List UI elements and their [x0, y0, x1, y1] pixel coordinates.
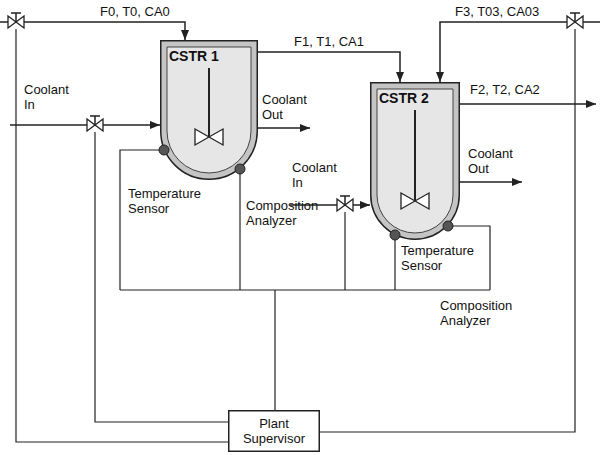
- supervisor-box: Plant Supervisor: [228, 410, 320, 452]
- sensor-dot: [235, 164, 245, 174]
- reactor-interior: [377, 89, 453, 233]
- signal-line: [120, 150, 164, 290]
- node-label: CSTR 1: [169, 48, 219, 64]
- control-valve: [8, 13, 24, 28]
- coolant-label: Coolant In: [24, 82, 69, 112]
- stream-connector: [258, 52, 400, 82]
- reactor-interior: [167, 47, 251, 173]
- signal-line: [320, 29, 575, 432]
- control-valve: [337, 196, 353, 211]
- agitator-impeller: [401, 193, 429, 209]
- signal-line: [239, 169, 240, 290]
- agitator-impeller: [195, 129, 223, 145]
- sensor-dot: [159, 145, 169, 155]
- agitator-shaft: [208, 68, 210, 137]
- coolant-line: [258, 127, 310, 129]
- stream-label: F0, T0, CA0: [100, 4, 170, 19]
- coolant-label: Coolant In: [292, 160, 337, 190]
- signal-bus: [120, 289, 490, 290]
- sensor-label: Temperature Sensor: [128, 186, 201, 216]
- cooling-jacket: [161, 41, 258, 179]
- stream-label: F1, T1, CA1: [292, 34, 366, 49]
- control-valve: [87, 116, 103, 131]
- control-valve: [567, 13, 583, 28]
- node-label: CSTR 2: [379, 90, 429, 106]
- agitator-shaft: [414, 110, 416, 201]
- analyzer-label: Composition Analyzer: [440, 298, 512, 328]
- analyzer-label: Composition Analyzer: [246, 198, 318, 228]
- signal-line: [394, 235, 395, 290]
- box-border: [229, 411, 320, 452]
- sensor-dot: [443, 221, 453, 231]
- reactor-vessel: CSTR 1: [160, 40, 258, 180]
- node-label: Plant Supervisor: [243, 416, 305, 446]
- stream-label: F3, T03, CA03: [455, 4, 539, 19]
- signal-line: [274, 290, 275, 410]
- coolant-label: Coolant Out: [468, 146, 513, 176]
- coolant-line: [10, 124, 160, 126]
- reactor-vessel: CSTR 2: [370, 82, 460, 240]
- sensor-dot: [390, 230, 400, 240]
- cooling-jacket: [371, 83, 460, 240]
- coolant-line: [460, 181, 522, 183]
- feed-line: [440, 22, 600, 82]
- feed-line: [0, 22, 185, 40]
- coolant-label: Coolant Out: [262, 92, 307, 122]
- sensor-label: Temperature Sensor: [401, 243, 474, 273]
- signal-line: [344, 212, 345, 290]
- stream-label: F2, T2, CA2: [470, 82, 540, 97]
